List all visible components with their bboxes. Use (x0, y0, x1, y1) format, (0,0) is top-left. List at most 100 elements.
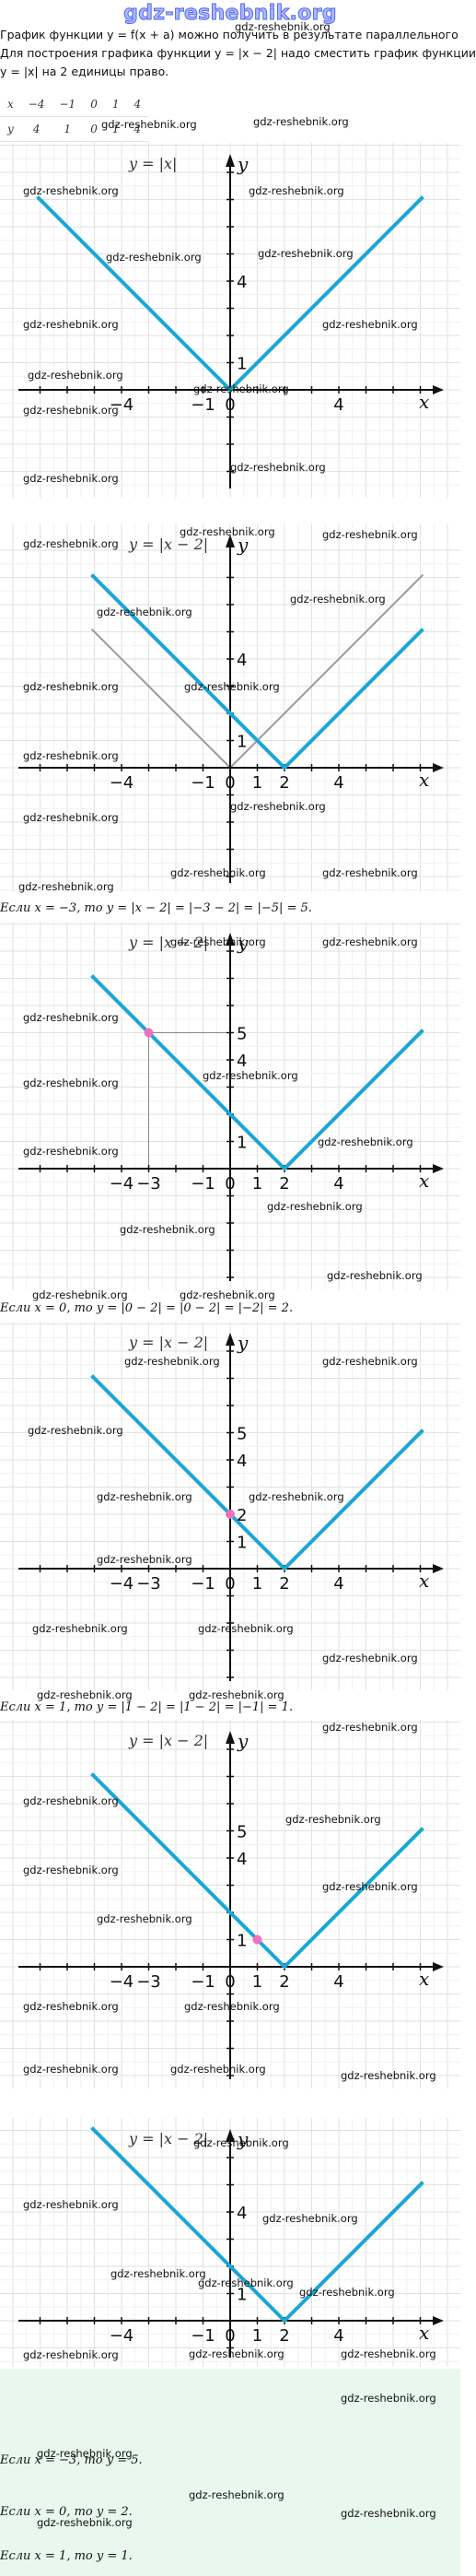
watermark: gdz-reshebnik.org (37, 1688, 133, 1701)
y-tick-label: 1 (237, 1932, 247, 1951)
x-tick-label: −4 (110, 1174, 134, 1194)
table-row: x −4 −1 0 1 4 (0, 92, 149, 117)
function-graph-line (90, 974, 424, 1170)
x-tick-label: 4 (333, 395, 343, 415)
highlight-point (144, 1028, 154, 1038)
y-tick-label: 4 (237, 2204, 247, 2223)
x-tick-label: 4 (333, 2326, 343, 2346)
function-label: y = |x − 2| (128, 1732, 208, 1749)
x-tick-label: 2 (279, 1972, 289, 1992)
site-logo[interactable]: gdz-reshebnik.org (123, 2, 337, 26)
x-tick-label: −4 (110, 2326, 134, 2346)
table-row: y 4 1 0 1 4 (0, 116, 149, 142)
x-tick-label: 2 (279, 1174, 289, 1194)
x-tick-label: 4 (333, 1174, 343, 1194)
y-tick-label: 1 (237, 733, 247, 752)
table-cell: −4 (20, 92, 52, 117)
answer-block: Если x = −3, то y = 5. Если x = 0, то y … (0, 2369, 460, 2576)
table-cell: 0 (83, 116, 105, 142)
y-tick-label: 1 (237, 355, 247, 374)
x-tick-label: 2 (279, 773, 289, 793)
intro-line-3: y = |x| на 2 единицы право. (0, 65, 169, 78)
x-axis-arrow (433, 385, 444, 394)
table-cell: 1 (104, 92, 127, 117)
table-cell: −1 (52, 92, 84, 117)
y-axis-arrow (226, 1333, 235, 1346)
intro-text: График функции y = f(x + a) можно получи… (0, 26, 476, 81)
x-axis-label: x (419, 769, 429, 791)
x-tick-label: −1 (191, 773, 215, 793)
y-axis-label: y (237, 932, 249, 954)
x-tick-label: 1 (252, 1174, 262, 1194)
table-cell: 1 (52, 116, 84, 142)
y-tick-label: 1 (237, 1134, 247, 1153)
intro-line-2: Для построения графика функции y = |x − … (0, 46, 476, 60)
highlight-point (226, 1510, 235, 1519)
function-label: y = |x| (128, 155, 177, 172)
x-axis-arrow (433, 1164, 444, 1173)
x-tick-label: −4 (110, 1574, 134, 1594)
x-tick-label: 0 (225, 1972, 235, 1992)
y-tick-label: 4 (237, 273, 247, 292)
x-tick-label: 0 (225, 773, 235, 793)
y-axis-label: y (237, 534, 249, 556)
x-tick-label: 4 (333, 773, 343, 793)
y-tick-label: 4 (237, 1850, 247, 1869)
x-axis-arrow (433, 1564, 444, 1573)
watermark: gdz-reshebnik.org (253, 115, 349, 128)
y-tick-label: 1 (237, 2286, 247, 2305)
x-tick-label: 4 (333, 1972, 343, 1992)
x-tick-label: 2 (279, 1574, 289, 1594)
y-tick-label: 2 (237, 1506, 247, 1525)
y-tick-label: 5 (237, 1823, 247, 1842)
x-tick-label: 4 (333, 1574, 343, 1594)
caption-2: Если x = 0, то y = |0 − 2| = |0 − 2| = |… (0, 1301, 293, 1315)
table-cell: 4 (126, 116, 149, 142)
x-tick-label: −4 (110, 395, 134, 415)
y-axis-label: y (237, 1730, 249, 1752)
y-axis-label: y (237, 1332, 249, 1354)
x-tick-label: 1 (252, 2326, 262, 2346)
x-tick-label: −3 (136, 1574, 161, 1594)
caption-text: Если x = −3, то y = |x − 2| = |−3 − 2| =… (0, 901, 312, 915)
intro-line-1: График функции y = f(x + a) можно получи… (0, 28, 459, 41)
table-cell: 4 (20, 116, 52, 142)
x-axis-arrow (433, 763, 444, 772)
answer-line-1: Если x = −3, то y = 5. (0, 2453, 143, 2467)
answer-line-2: Если x = 0, то y = 2. (0, 2505, 133, 2519)
x-tick-label: 1 (252, 1972, 262, 1992)
x-tick-label: −3 (136, 1174, 161, 1194)
caption-1: Если x = −3, то y = |x − 2| = |−3 − 2| =… (0, 901, 312, 915)
function-graph-line (90, 1374, 424, 1570)
x-axis-arrow (433, 2316, 444, 2325)
y-axis-arrow (226, 2129, 235, 2142)
table-cell: 4 (126, 92, 149, 117)
x-tick-label: 0 (225, 2326, 235, 2346)
function-label: y = |x − 2| (128, 2130, 208, 2147)
y-tick-label: 5 (237, 1425, 247, 1444)
y-axis-arrow (226, 933, 235, 946)
caption-3: Если x = 1, то y = |1 − 2| = |1 − 2| = |… (0, 1700, 293, 1714)
x-axis-label: x (419, 1170, 429, 1192)
x-tick-label: −1 (191, 1174, 215, 1194)
x-tick-label: 0 (225, 395, 235, 415)
x-tick-label: −4 (110, 773, 134, 793)
x-tick-label: 0 (225, 1574, 235, 1594)
x-tick-label: −1 (191, 1574, 215, 1594)
y-axis-arrow (226, 535, 235, 547)
x-tick-label: −1 (191, 2326, 215, 2346)
x-axis-label: x (419, 1570, 429, 1592)
watermark: gdz-reshebnik.org (180, 1288, 275, 1301)
x-axis-label: x (419, 1968, 429, 1990)
table-cell: 1 (104, 116, 127, 142)
value-table: x −4 −1 0 1 4 y 4 1 0 1 4 (0, 92, 149, 142)
function-label: y = |x − 2| (128, 934, 208, 951)
caption-text: Если x = 1, то y = |1 − 2| = |1 − 2| = |… (0, 1700, 294, 1714)
x-tick-label: 0 (225, 1174, 235, 1194)
